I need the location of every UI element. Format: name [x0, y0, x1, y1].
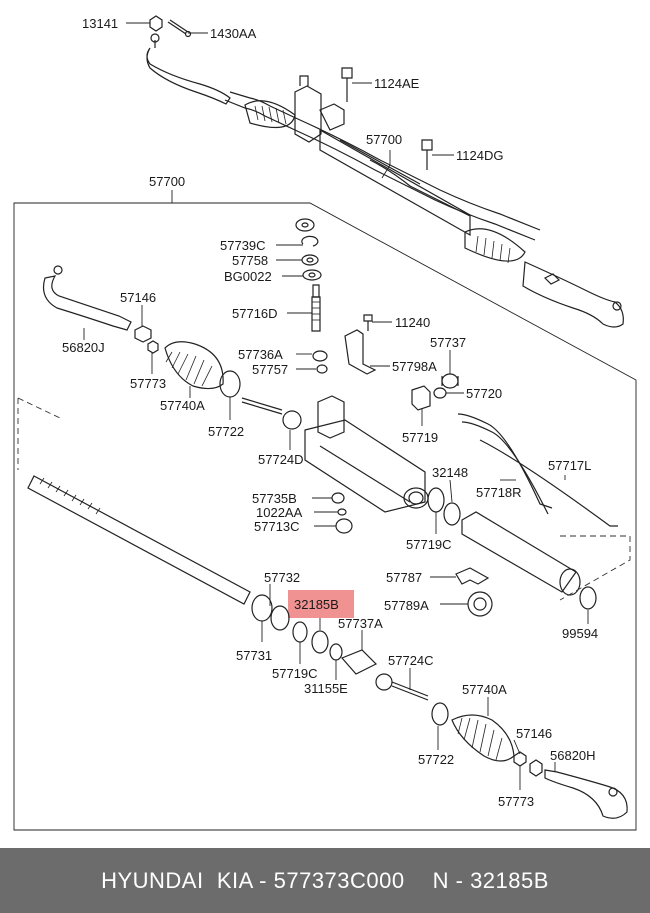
- label-BG0022: BG0022: [224, 269, 272, 284]
- label-57740A-b: 57740A: [462, 682, 507, 697]
- label-57719C-a: 57719C: [406, 537, 452, 552]
- label-57720: 57720: [466, 386, 502, 401]
- detail-parts: [17, 218, 631, 819]
- highlight-box: [288, 590, 354, 618]
- label-57731: 57731: [236, 648, 272, 663]
- label-57718R: 57718R: [476, 485, 522, 500]
- label-57789A: 57789A: [384, 598, 429, 613]
- label-11240: 11240: [395, 315, 430, 330]
- label-57722-b: 57722: [418, 752, 454, 767]
- label-1124DG: 1124DG: [456, 148, 503, 163]
- label-57719: 57719: [402, 430, 438, 445]
- label-56820H: 56820H: [550, 748, 596, 763]
- label-57735B: 57735B: [252, 491, 297, 506]
- detail-leaders: [83, 244, 589, 790]
- label-57700-a: 57700: [366, 132, 402, 147]
- footer-bar: HYUNDAI KIA - 577373C000 N - 32185B: [0, 848, 650, 913]
- label-57798A: 57798A: [392, 359, 437, 374]
- label-57146-a: 57146: [120, 290, 156, 305]
- label-99594: 99594: [562, 626, 598, 641]
- part-labels: 13141 1430AA 1124AE 57700 1124DG 57700 5…: [62, 16, 598, 809]
- label-57724D: 57724D: [258, 452, 304, 467]
- label-56820J: 56820J: [62, 340, 105, 355]
- label-1430AA: 1430AA: [210, 26, 257, 41]
- label-57758: 57758: [232, 253, 268, 268]
- label-31155E: 31155E: [304, 681, 348, 696]
- label-57724C: 57724C: [388, 653, 434, 668]
- label-57737A: 57737A: [338, 616, 383, 631]
- label-57773-b: 57773: [498, 794, 534, 809]
- footer-oem-number: N - 32185B: [432, 867, 549, 893]
- upper-leaders: [13, 22, 637, 831]
- label-57787: 57787: [386, 570, 422, 585]
- label-57717L: 57717L: [548, 458, 591, 473]
- footer-brand-part-number: HYUNDAI KIA - 577373C000: [101, 867, 405, 893]
- label-57719C-b: 57719C: [272, 666, 318, 681]
- label-57757: 57757: [252, 362, 288, 377]
- label-13141: 13141: [82, 16, 118, 31]
- label-57773-a: 57773: [130, 376, 166, 391]
- label-57740A-a: 57740A: [160, 398, 205, 413]
- label-32185B: 32185B: [294, 597, 339, 612]
- label-1124AE: 1124AE: [374, 76, 420, 91]
- label-57736A: 57736A: [238, 347, 283, 362]
- upper-assembly: [146, 15, 624, 328]
- parts-diagram: 13141 1430AA 1124AE 57700 1124DG 57700 5…: [13, 15, 637, 831]
- label-1022AA: 1022AA: [256, 505, 303, 520]
- label-57716D: 57716D: [232, 306, 278, 321]
- label-57739C: 57739C: [220, 238, 266, 253]
- label-32148: 32148: [432, 465, 468, 480]
- label-57146-b: 57146: [516, 726, 552, 741]
- label-57737: 57737: [430, 335, 466, 350]
- label-57700-b: 57700: [149, 174, 185, 189]
- label-57722-a: 57722: [208, 424, 244, 439]
- label-57713C: 57713C: [254, 519, 300, 534]
- label-57732: 57732: [264, 570, 300, 585]
